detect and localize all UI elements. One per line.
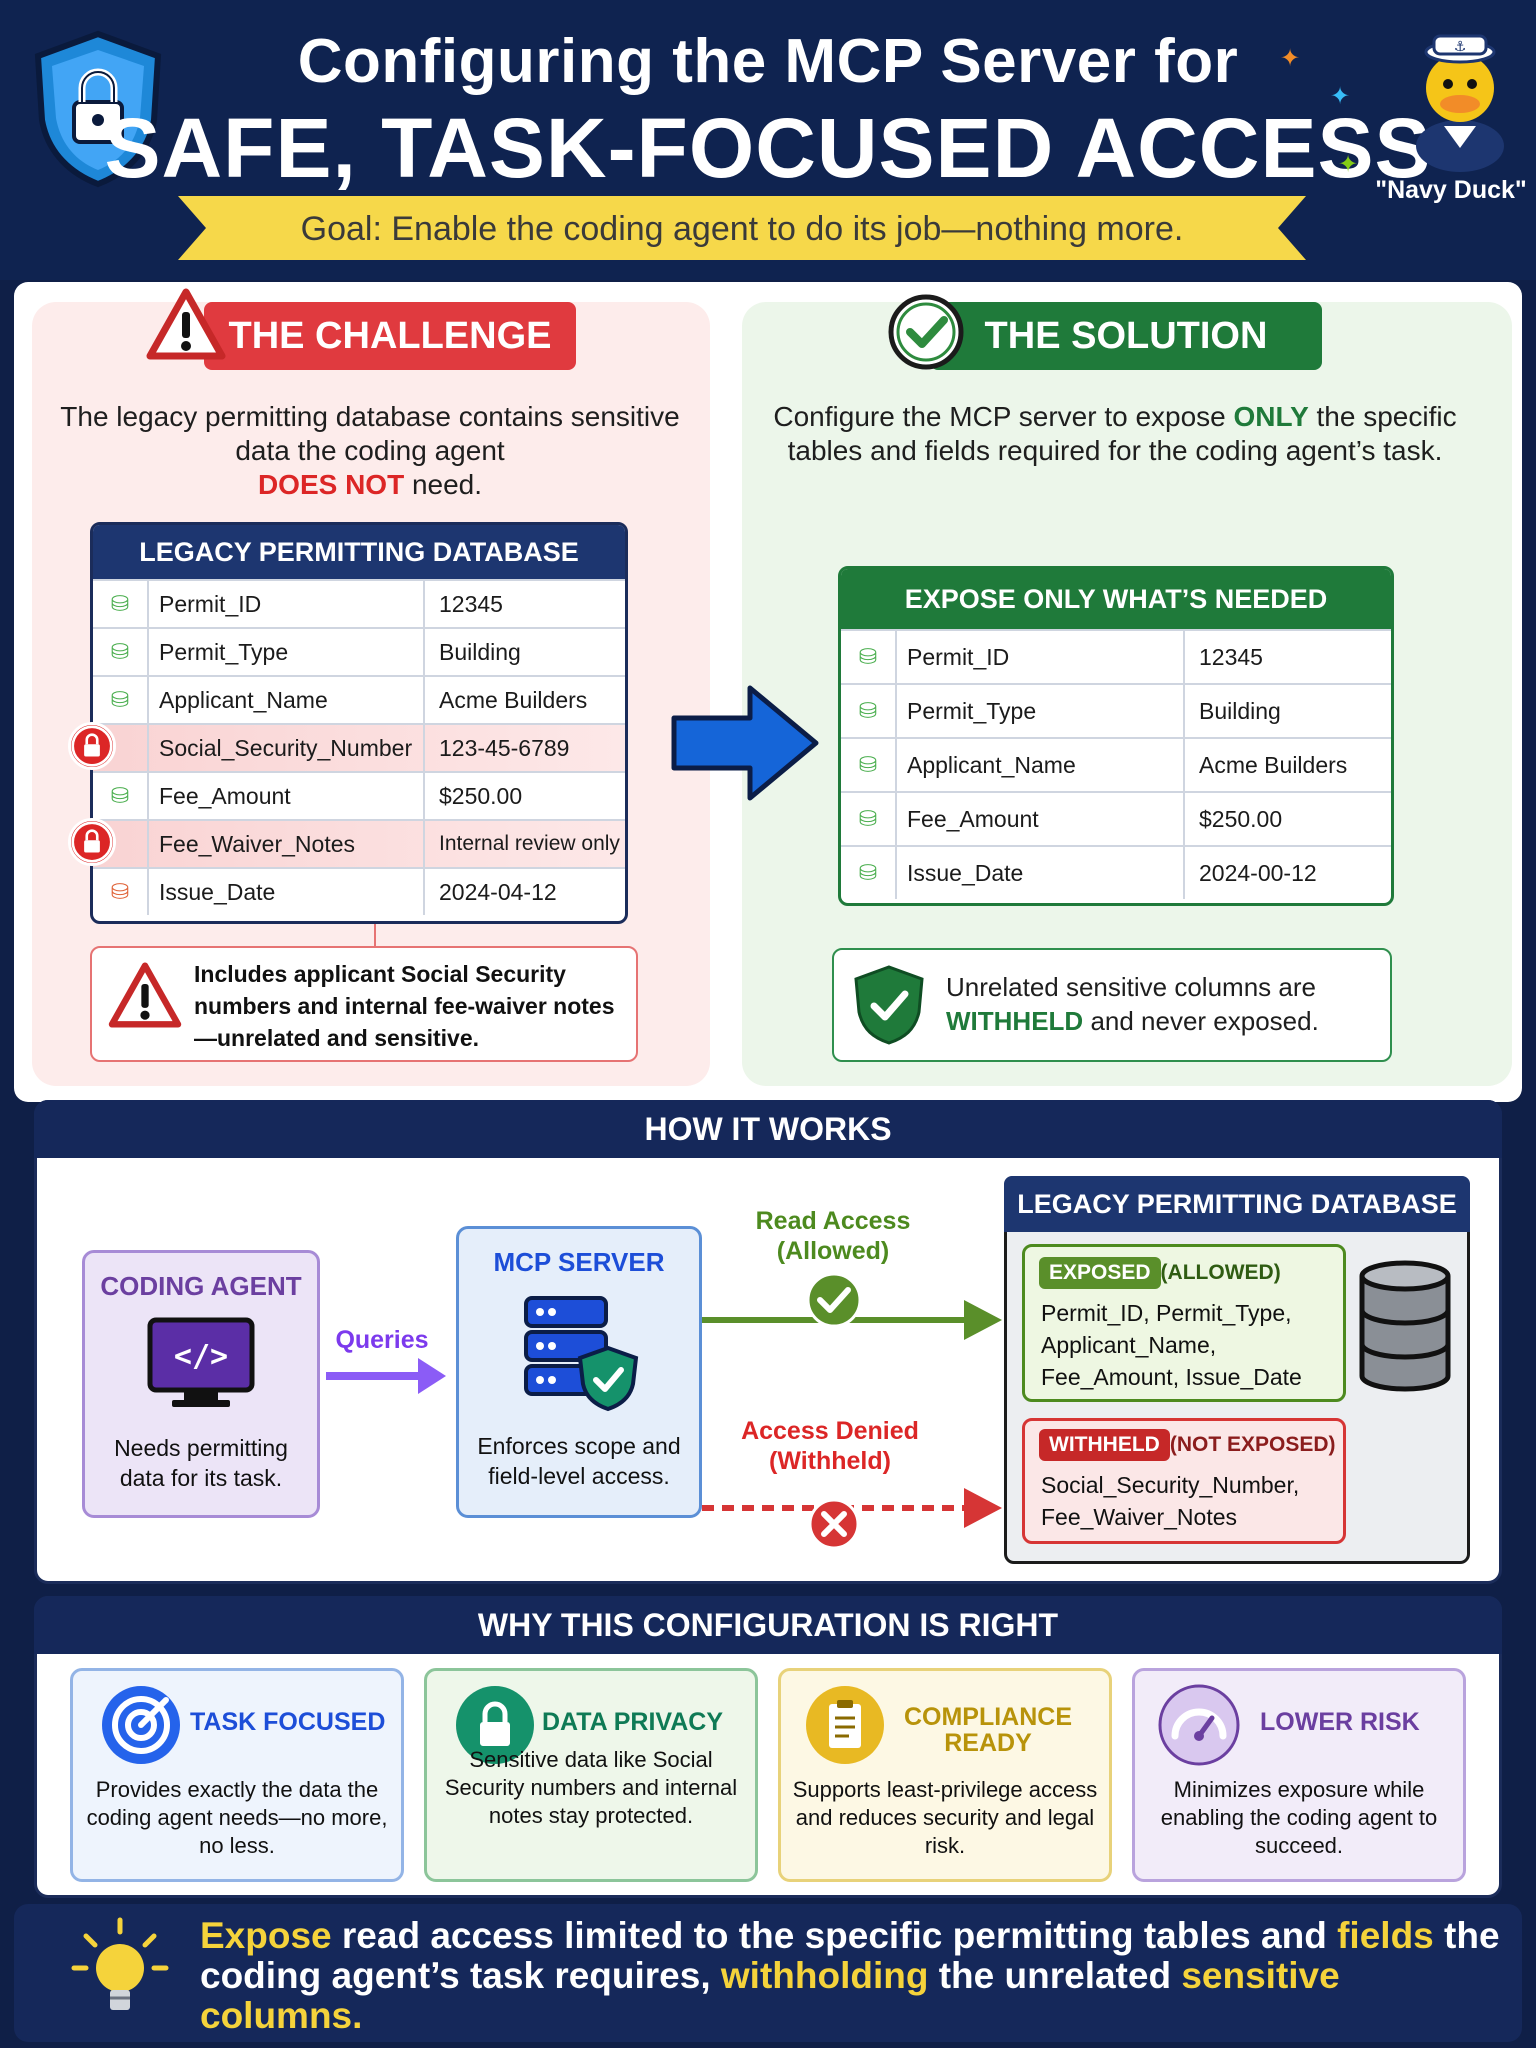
database-icon: ⛁ bbox=[110, 879, 130, 904]
access-denied-label: Access Denied (Withheld) bbox=[741, 1417, 919, 1475]
exposed-fields-box: EXPOSED(ALLOWED) Permit_ID, Permit_Type,… bbox=[1022, 1244, 1346, 1402]
table-row: ⛁ Issue_Date 2024-04-12 bbox=[93, 867, 625, 915]
solution-description: Configure the MCP server to expose ONLY … bbox=[773, 401, 1457, 466]
legacy-database-table: LEGACY PERMITTING DATABASE ⛁ Permit_ID 1… bbox=[90, 522, 628, 924]
table-title: EXPOSE ONLY WHAT’S NEEDED bbox=[841, 569, 1391, 629]
solution-tag: THE SOLUTION bbox=[930, 302, 1322, 370]
withheld-note bbox=[832, 948, 1392, 1062]
arrow-right-icon bbox=[671, 685, 819, 801]
section-title: HOW IT WORKS bbox=[34, 1100, 1502, 1158]
database-icon: ⛁ bbox=[110, 639, 130, 664]
table-row-sensitive: Fee_Waiver_Notes Internal review only bbox=[93, 819, 625, 867]
warning-icon bbox=[108, 962, 182, 1028]
card-description: Sensitive data like Social Security numb… bbox=[444, 1747, 738, 1828]
database-cylinder-icon bbox=[1359, 1260, 1451, 1392]
goal-ribbon bbox=[178, 196, 1306, 260]
card-compliance-ready bbox=[778, 1668, 1112, 1882]
card-description: Minimizes exposure while enabling the co… bbox=[1160, 1777, 1438, 1858]
database-icon: ⛁ bbox=[110, 591, 130, 616]
withheld-fields-list: Social_Security_Number, Fee_Waiver_Notes bbox=[1041, 1472, 1300, 1530]
card-description: Supports least-privilege access and redu… bbox=[792, 1777, 1098, 1858]
withheld-tag: WITHHELD bbox=[1039, 1429, 1170, 1461]
table-row: ⛁ Issue_Date 2024-00-12 bbox=[841, 845, 1391, 899]
database-icon: ⛁ bbox=[858, 860, 878, 885]
code-monitor-icon: </> bbox=[147, 1317, 255, 1407]
table-title: LEGACY PERMITTING DATABASE bbox=[93, 525, 625, 579]
card-description: Provides exactly the data the coding age… bbox=[86, 1777, 388, 1858]
only-emphasis: ONLY bbox=[1233, 401, 1309, 432]
table-row: ⛁ Fee_Amount $250.00 bbox=[93, 771, 625, 819]
clipboard-icon bbox=[806, 1686, 884, 1764]
goal-text: Goal: Enable the coding agent to do its … bbox=[300, 210, 1184, 248]
exposed-fields-table: EXPOSE ONLY WHAT’S NEEDED ⛁ Permit_ID 12… bbox=[838, 566, 1394, 906]
table-row: ⛁ Permit_Type Building bbox=[93, 627, 625, 675]
allowed-arrow bbox=[702, 1272, 1002, 1340]
database-icon: ⛁ bbox=[858, 644, 878, 669]
database-icon: ⛁ bbox=[110, 687, 130, 712]
server-shield-icon bbox=[524, 1296, 639, 1412]
arrow-right-icon bbox=[326, 1358, 446, 1394]
database-icon: ⛁ bbox=[858, 752, 878, 777]
lock-icon bbox=[68, 818, 116, 866]
database-node-title: LEGACY PERMITTING DATABASE bbox=[1004, 1176, 1470, 1232]
shield-lock-icon bbox=[34, 30, 162, 188]
card-title: COMPLIANCE READY bbox=[903, 1703, 1073, 1757]
table-row: ⛁ Permit_ID 12345 bbox=[841, 629, 1391, 683]
mcp-server-node: MCP SERVER Enforces scope and field-leve… bbox=[456, 1226, 702, 1518]
table-row: ⛁ Fee_Amount $250.00 bbox=[841, 791, 1391, 845]
footer-summary bbox=[14, 1904, 1522, 2042]
lightbulb-icon bbox=[71, 1917, 169, 2010]
warning-text: Includes applicant Social Security numbe… bbox=[194, 961, 615, 1051]
sparkle-icon: ✦ bbox=[1330, 83, 1351, 110]
exposed-tag: EXPOSED bbox=[1039, 1257, 1161, 1289]
table-row: ⛁ Applicant_Name Acme Builders bbox=[93, 675, 625, 723]
database-icon: ⛁ bbox=[858, 806, 878, 831]
database-icon: ⛁ bbox=[858, 698, 878, 723]
withheld-note-text: Unrelated sensitive columns are WITHHELD… bbox=[946, 972, 1319, 1036]
mascot-label: "Navy Duck" bbox=[1375, 176, 1527, 204]
section-title: WHY THIS CONFIGURATION IS RIGHT bbox=[34, 1596, 1502, 1654]
target-icon bbox=[102, 1686, 180, 1764]
does-not-emphasis: DOES NOT bbox=[257, 469, 405, 500]
challenge-description: The legacy permitting database contains … bbox=[60, 401, 680, 500]
connector-line bbox=[374, 924, 376, 946]
exposed-fields-list: Permit_ID, Permit_Type, Applicant_Name, … bbox=[1041, 1300, 1302, 1390]
denied-arrow bbox=[702, 1488, 1002, 1550]
page-title-line1: Configuring the MCP Server for bbox=[297, 27, 1239, 96]
table-row: ⛁ Applicant_Name Acme Builders bbox=[841, 737, 1391, 791]
sparkle-icon: ✦ bbox=[1338, 151, 1359, 178]
sparkle-icon: ✦ bbox=[1280, 45, 1301, 72]
table-row: ⛁ Permit_Type Building bbox=[841, 683, 1391, 737]
lock-icon bbox=[456, 1686, 534, 1764]
warning-icon bbox=[146, 288, 226, 360]
gauge-icon bbox=[1158, 1684, 1240, 1766]
lock-icon bbox=[68, 722, 116, 770]
table-row-sensitive: Social_Security_Number 123-45-6789 bbox=[93, 723, 625, 771]
svg-text:</>: </> bbox=[174, 1339, 228, 1374]
withheld-fields-box: WITHHELD(NOT EXPOSED) Social_Security_Nu… bbox=[1022, 1418, 1346, 1544]
sensitive-data-warning bbox=[90, 946, 638, 1062]
navy-duck-mascot-icon: ⚓ bbox=[1416, 34, 1504, 172]
coding-agent-node: CODING AGENT </> Needs permitting data f… bbox=[82, 1250, 320, 1518]
shield-check-icon bbox=[854, 965, 924, 1045]
card-title: TASK FOCUSED bbox=[190, 1708, 386, 1736]
database-icon: ⛁ bbox=[110, 783, 130, 808]
queries-label: Queries bbox=[335, 1326, 429, 1354]
table-row: ⛁ Permit_ID 12345 bbox=[93, 579, 625, 627]
read-access-label: Read Access (Allowed) bbox=[755, 1207, 911, 1265]
check-circle-icon bbox=[888, 294, 964, 370]
card-title: LOWER RISK bbox=[1260, 1708, 1420, 1736]
footer-text: Expose read access limited to the specif… bbox=[200, 1915, 1500, 2036]
challenge-tag: THE CHALLENGE bbox=[204, 302, 576, 370]
svg-text:⚓: ⚓ bbox=[1454, 39, 1467, 55]
card-task-focused bbox=[70, 1668, 404, 1882]
card-title: DATA PRIVACY bbox=[542, 1708, 724, 1736]
page-title-line2: SAFE, TASK-FOCUSED ACCESS bbox=[104, 101, 1432, 195]
